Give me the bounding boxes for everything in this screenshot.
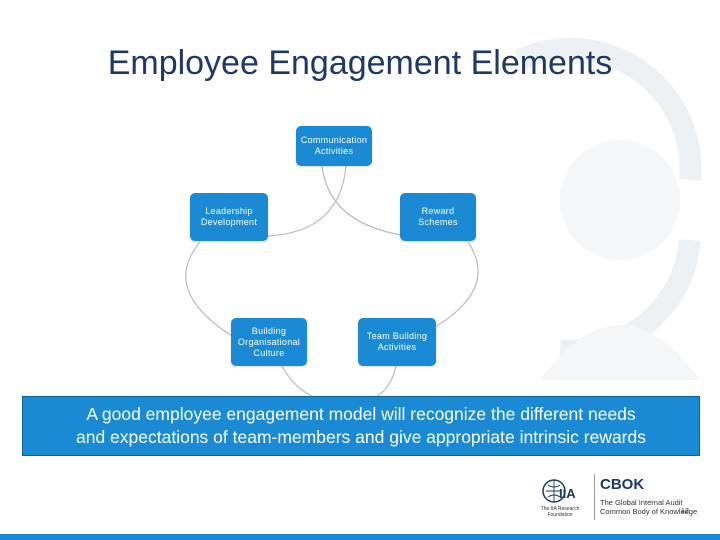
summary-callout: A good employee engagement model will re… (22, 396, 700, 456)
node-building-line1: Building (251, 325, 287, 336)
callout-line1: A good employee engagement model will re… (86, 404, 636, 424)
arc-leadership-building (185, 241, 233, 337)
cbok-logo-text: CBOK (600, 476, 645, 493)
node-building-line2: Organisational (237, 336, 301, 347)
svg-text:IIA: IIA (559, 486, 576, 501)
node-communication-line1: Communication (300, 135, 368, 145)
node-building-organisational-culture: Building Organisational Culture (231, 318, 307, 366)
node-team-line1: Team Building (366, 331, 428, 341)
node-building-line3: Culture (253, 347, 285, 358)
page-title: Employee Engagement Elements (107, 44, 613, 82)
logo-divider (594, 474, 595, 520)
cbok-subtitle: The Global Internal Audit Common Body of… (600, 498, 698, 516)
node-reward-line2: Schemes (418, 217, 458, 227)
node-communication-line2: Activities (314, 146, 354, 156)
node-leadership-development: Leadership Development (190, 193, 268, 241)
node-leadership-line2: Development (200, 217, 258, 227)
iia-globe-logo: IIA (542, 479, 576, 503)
footer-accent-bar (0, 534, 720, 540)
node-reward-schemes: Reward Schemes (400, 193, 476, 241)
node-team-line2: Activities (377, 342, 417, 352)
footer-logos: IIA The IIA Research Foundation CBOK The… (534, 474, 698, 522)
node-team-building-activities: Team Building Activities (358, 318, 436, 366)
page-number: 12 (681, 508, 689, 515)
node-communication-activities: Communication Activities (296, 126, 372, 166)
iia-foundation-text: The IIA Research Foundation (540, 506, 580, 518)
callout-line2: and expectations of team-members and giv… (75, 427, 646, 447)
arc-communication-leadership (267, 165, 347, 237)
node-leadership-line1: Leadership (205, 206, 253, 216)
node-reward-line1: Reward (421, 206, 455, 216)
arc-reward-team (429, 241, 479, 331)
